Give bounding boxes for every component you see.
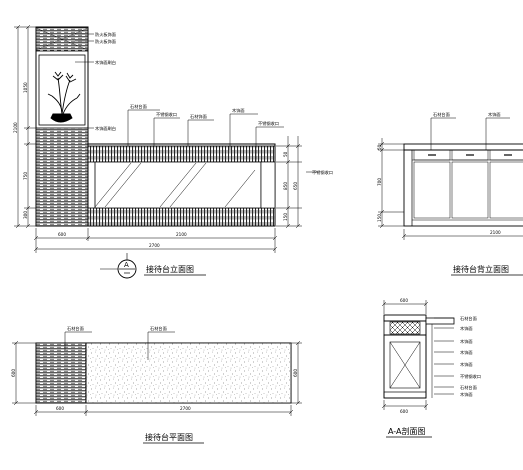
front-callout-2: 防火板饰面 bbox=[95, 38, 116, 45]
back-elevation: 石材台面 木饰面 50 700 150 2100 接待台背立面图 bbox=[377, 111, 523, 276]
back-callout-2: 木饰面 bbox=[488, 111, 501, 118]
section-dim-top: 600 bbox=[400, 298, 408, 303]
back-dim-left-3: 150 bbox=[377, 214, 382, 222]
front-callout-9: 木饰面刷白 bbox=[95, 125, 116, 132]
plan-callout-1: 石材台面 bbox=[67, 325, 84, 332]
section-callout-8: 木饰面 bbox=[460, 391, 473, 398]
front-callout-7: 木饰面 bbox=[232, 107, 245, 114]
plan-dim-bottom-2: 2700 bbox=[180, 406, 191, 411]
front-dim-right-3: 650 bbox=[293, 182, 298, 190]
counter-bottom-band bbox=[87, 207, 276, 227]
front-callout-3: 木饰面刷白 bbox=[95, 59, 116, 66]
plan-wood-block bbox=[35, 342, 87, 404]
back-counter-body bbox=[403, 149, 523, 227]
section-callout-2: 木饰面 bbox=[460, 325, 473, 332]
back-dim-left-1: 50 bbox=[377, 144, 382, 150]
drawer-3 bbox=[489, 149, 523, 161]
plan-stone-top bbox=[85, 342, 292, 404]
front-dim-right-4: 150 bbox=[283, 213, 288, 221]
section-top bbox=[383, 314, 427, 322]
cabinet-door-2 bbox=[451, 161, 489, 219]
section-callout-6: 不锈钢收口 bbox=[460, 373, 481, 380]
plant-decoration bbox=[47, 71, 81, 123]
front-elevation-title: 接待台立面图 bbox=[146, 264, 194, 274]
plan-title: 接待台平面图 bbox=[145, 432, 193, 442]
front-callout-8: 不锈钢收口 bbox=[258, 120, 279, 127]
front-dim-bottom-3: 2700 bbox=[149, 243, 160, 248]
section-callout-4: 木饰面 bbox=[460, 349, 473, 356]
section-marker-a: A bbox=[117, 259, 137, 279]
column-top-panel bbox=[35, 26, 89, 52]
back-counter-top bbox=[403, 143, 523, 151]
front-dim-left-1: 300 bbox=[23, 211, 28, 219]
counter-top-band bbox=[87, 145, 276, 163]
front-callouts: 防火板饰面 防火板饰面 木饰面刷白 石材台面 不锈钢收口 石材饰面 木饰面 不锈… bbox=[95, 31, 333, 176]
drawer-2 bbox=[451, 149, 489, 161]
front-dim-right-1: 50 bbox=[283, 151, 288, 157]
front-side-note: 不锈钢收口 bbox=[312, 169, 333, 176]
back-callout-1: 石材台面 bbox=[433, 111, 450, 118]
column-lower-panel bbox=[35, 127, 89, 227]
front-callout-1: 防火板饰面 bbox=[95, 31, 116, 38]
back-dim-bottom-1: 2100 bbox=[490, 230, 501, 235]
front-callout-4: 石材台面 bbox=[130, 103, 147, 110]
back-elevation-title: 接待台背立面图 bbox=[453, 264, 509, 274]
section-callout-7: 石材台面 bbox=[460, 384, 477, 391]
front-elevation: 防火板饰面 防火板饰面 木饰面刷白 石材台面 不锈钢收口 石材饰面 木饰面 不锈… bbox=[13, 24, 333, 279]
section-dim-bottom: 600 bbox=[400, 409, 408, 414]
front-dim-right-2: 850 bbox=[283, 182, 288, 190]
front-dim-left-2: 750 bbox=[23, 172, 28, 180]
front-dim-bottom-2: 2100 bbox=[176, 232, 187, 237]
plan-dim-left: 600 bbox=[11, 369, 16, 377]
cabinet-door-1 bbox=[413, 161, 451, 219]
plan-dim-right: 600 bbox=[293, 369, 298, 377]
section-stone-upper bbox=[425, 317, 455, 325]
drawer-1 bbox=[413, 149, 451, 161]
front-callout-5: 不锈钢收口 bbox=[156, 111, 177, 118]
cabinet-door-3 bbox=[489, 161, 523, 219]
plan-callout-2: 石材台面 bbox=[150, 325, 167, 332]
front-callout-6: 石材饰面 bbox=[190, 113, 207, 120]
back-dim-left-2: 700 bbox=[377, 178, 382, 186]
section-callout-5: 木饰面 bbox=[460, 361, 473, 368]
svg-text:A: A bbox=[124, 261, 129, 269]
front-dim-left-4: 2100 bbox=[13, 122, 18, 133]
section-view: 石材台面 木饰面 木饰面 木饰面 木饰面 不锈钢收口 石材台面 木饰面 600 … bbox=[381, 298, 481, 438]
plan-view: 石材台面 石材台面 600 600 600 2700 接待台平面图 bbox=[11, 325, 302, 444]
front-dim-bottom-1: 600 bbox=[58, 232, 66, 237]
plan-dim-bottom-1: 600 bbox=[56, 406, 64, 411]
section-callout-3: 木饰面 bbox=[460, 338, 473, 345]
front-dim-left-3: 1050 bbox=[23, 82, 28, 93]
section-drawer-cross bbox=[389, 321, 421, 335]
section-title: A-A剖面图 bbox=[388, 426, 425, 436]
section-callout-1: 石材台面 bbox=[460, 315, 477, 322]
